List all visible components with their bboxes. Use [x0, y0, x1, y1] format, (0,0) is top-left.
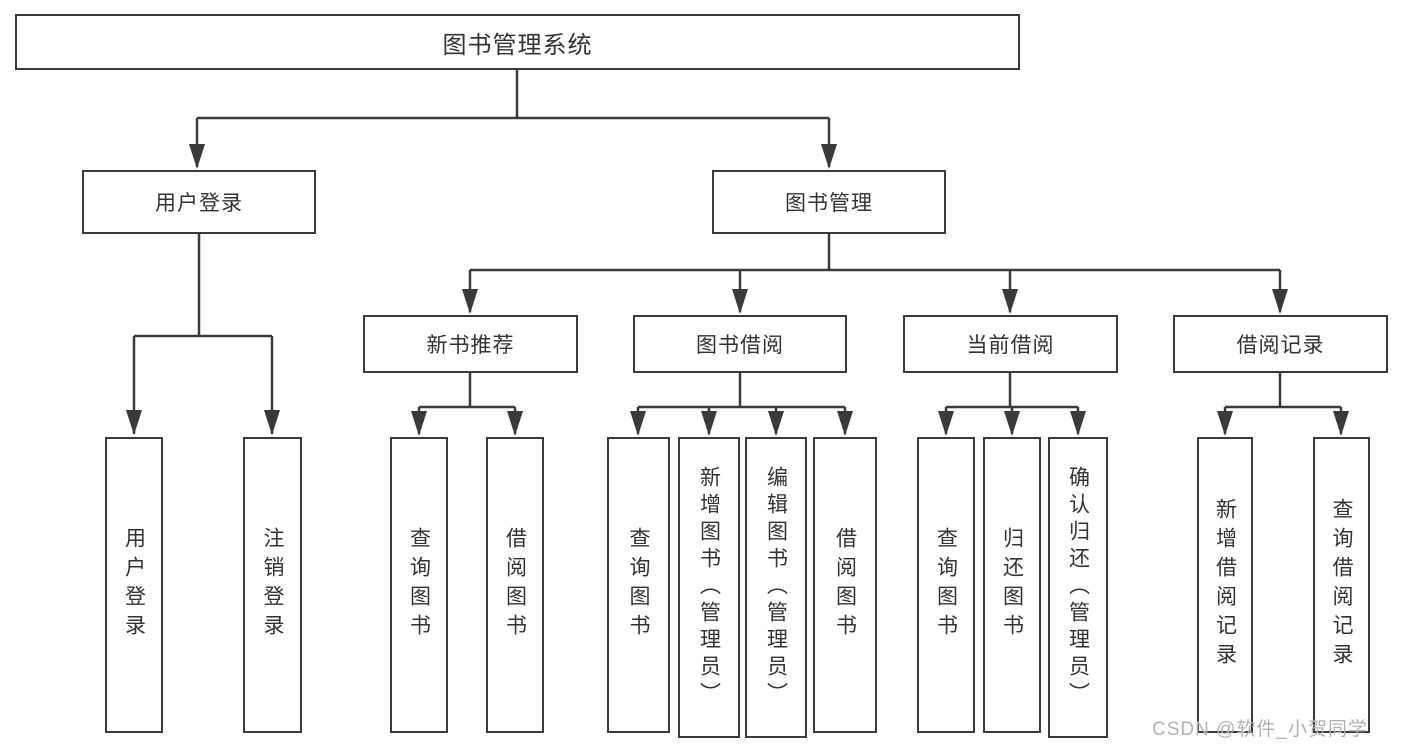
leaf-borrowing-add-book-admin: 新增图书（管理员）	[678, 437, 740, 738]
node-book-borrowing: 图书借阅	[633, 315, 847, 373]
leaf-borrowing-query-book: 查询图书	[607, 437, 670, 733]
arrowheads-level3	[462, 289, 1288, 314]
connector-book-mgmt-to-level3	[468, 234, 1282, 312]
connector-borrow-record-to-leaves	[1223, 373, 1343, 434]
leaf-current-return-book: 归还图书	[983, 437, 1041, 733]
csdn-watermark: CSDN @软件_小贺同学	[1152, 719, 1368, 740]
leaf-record-query-borrow-record: 查询借阅记录	[1313, 437, 1370, 733]
node-book-management: 图书管理	[712, 170, 946, 234]
leaf-newbook-borrow-book: 借阅图书	[486, 437, 544, 733]
arrowheads-level2	[189, 144, 837, 169]
connector-book-borrow-to-leaves	[636, 373, 847, 434]
connector-root-to-level2	[195, 70, 831, 167]
leaf-borrowing-borrow-book: 借阅图书	[813, 437, 877, 733]
node-library-management-system: 图书管理系统	[15, 14, 1020, 70]
leaf-borrowing-edit-book-admin: 编辑图书（管理员）	[745, 437, 807, 738]
node-user-login: 用户登录	[82, 170, 316, 234]
arrowheads-user-login	[126, 410, 280, 435]
leaf-user-login: 用户登录	[105, 437, 163, 733]
leaf-record-add-borrow-record: 新增借阅记录	[1197, 437, 1253, 733]
leaf-current-confirm-return-admin: 确认归还（管理员）	[1048, 437, 1108, 738]
arrowheads-leaves	[411, 411, 1349, 436]
leaf-newbook-query-book: 查询图书	[390, 437, 448, 733]
connector-new-book-to-leaves	[417, 373, 517, 434]
leaf-logout: 注销登录	[243, 437, 302, 733]
node-current-borrowing: 当前借阅	[903, 315, 1118, 373]
node-new-book-recommendation: 新书推荐	[363, 315, 578, 373]
leaf-current-query-book: 查询图书	[917, 437, 975, 733]
node-borrowing-records: 借阅记录	[1173, 315, 1388, 373]
connector-current-borrow-to-leaves	[944, 373, 1080, 434]
connector-user-login-to-leaves	[132, 234, 274, 434]
